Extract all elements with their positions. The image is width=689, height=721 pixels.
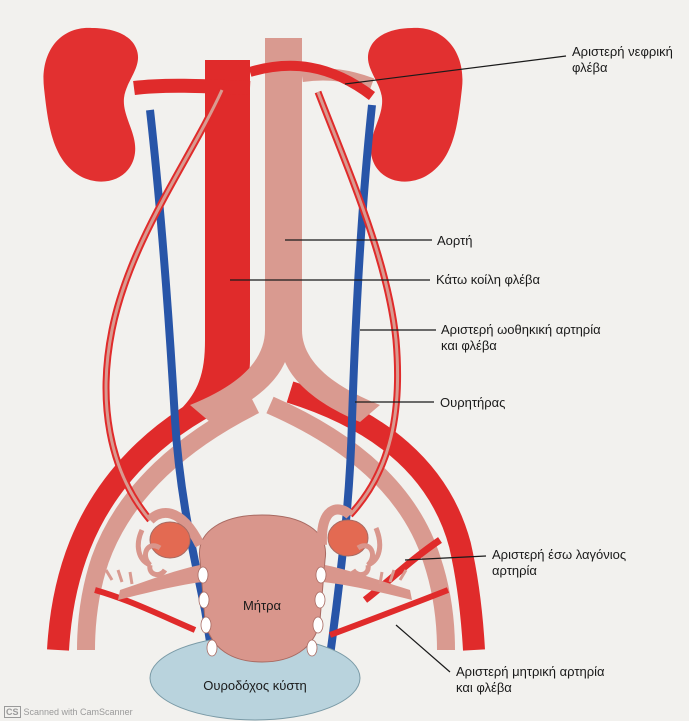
label-ureter: Ουρητήρας — [440, 395, 505, 411]
label-ivc: Κάτω κοίλη φλέβα — [436, 272, 540, 288]
watermark-text: Scanned with CamScanner — [24, 707, 133, 717]
label-left-uterine: Αριστερή μητρική αρτηρία και φλέβα — [456, 664, 605, 696]
label-left-internal-iliac: Αριστερή έσω λαγόνιος αρτηρία — [492, 547, 626, 579]
label-left-uterine-line2: και φλέβα — [456, 680, 605, 696]
label-left-internal-iliac-line2: αρτηρία — [492, 563, 626, 579]
right-renal-artery — [134, 86, 250, 88]
label-left-uterine-line1: Αριστερή μητρική αρτηρία — [456, 664, 605, 680]
label-left-renal-vein: Αριστερή νεφρική φλέβα — [572, 44, 673, 76]
label-left-renal-vein-line2: φλέβα — [572, 60, 673, 76]
watermark-badge: CS — [4, 706, 21, 718]
label-left-renal-vein-line1: Αριστερή νεφρική — [572, 44, 673, 60]
label-left-internal-iliac-line1: Αριστερή έσω λαγόνιος — [492, 547, 626, 563]
label-left-gonadal: Αριστερή ωοθηκική αρτηρία και φλέβα — [441, 322, 601, 354]
right-ovary — [150, 522, 190, 558]
uterus-label: Μήτρα — [243, 598, 282, 613]
bladder-label: Ουροδόχος κύστη — [203, 678, 307, 693]
label-left-gonadal-line2: και φλέβα — [441, 338, 601, 354]
label-aorta: Αορτή — [437, 233, 472, 249]
uterus — [199, 515, 325, 662]
label-left-gonadal-line1: Αριστερή ωοθηκική αρτηρία — [441, 322, 601, 338]
left-ovary — [328, 520, 368, 556]
